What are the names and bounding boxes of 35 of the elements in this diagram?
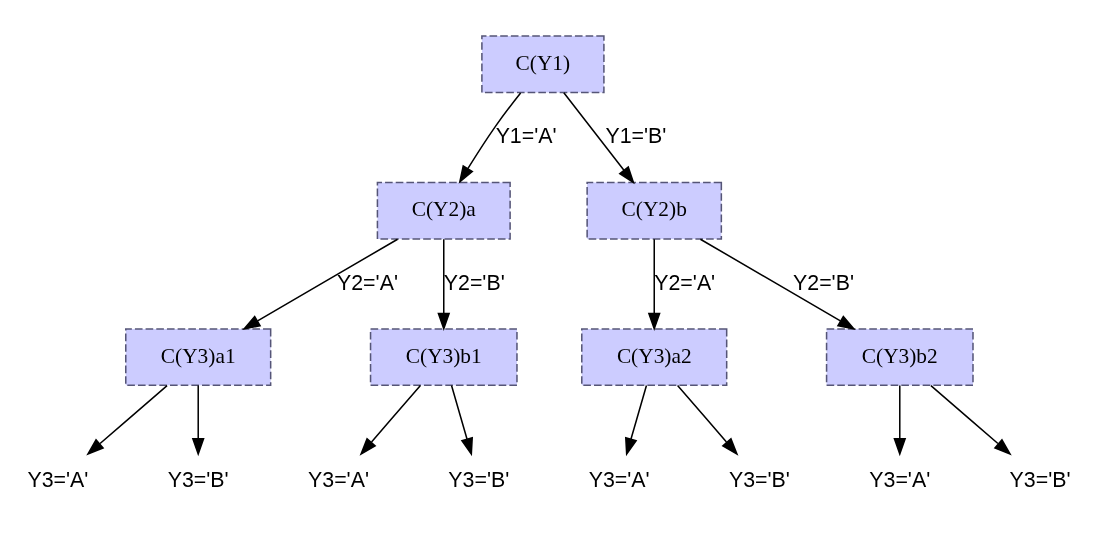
arrow (624, 384, 648, 457)
edge-label: Y2='A' (337, 270, 398, 295)
arrow (647, 238, 661, 332)
node-box: C(Y3)a1 (125, 328, 272, 387)
arrow (563, 92, 635, 185)
arrow (242, 238, 399, 330)
node-text: Y3='A' (308, 468, 370, 493)
node-box: C(Y3)b2 (825, 328, 974, 387)
arrow (86, 384, 168, 456)
node-text: Y3='A' (588, 468, 650, 493)
node-text: Y3='B' (448, 468, 510, 493)
node-text: Y3='B' (1009, 468, 1071, 493)
node-text: Y3='B' (167, 468, 229, 493)
arrow (359, 384, 422, 456)
node-text: Y3='B' (728, 468, 790, 493)
edge-label: Y2='A' (654, 270, 716, 295)
node-box: C(Y3)a2 (581, 328, 728, 387)
node-box: C(Y2)a (376, 181, 511, 240)
node-text: Y3='A' (869, 468, 931, 493)
arrow (450, 384, 474, 457)
arrow (458, 92, 522, 184)
arrow (191, 384, 205, 457)
arrow (437, 238, 451, 332)
arrow (676, 384, 739, 456)
node-text: Y3='A' (27, 468, 89, 493)
edge-label: Y2='B' (793, 270, 855, 295)
node-box: C(Y3)b1 (369, 328, 518, 387)
edge-label: Y2='B' (443, 270, 505, 295)
edge-label: Y1='B' (605, 124, 667, 149)
arrow (699, 238, 856, 330)
edge-label: Y1='A' (495, 124, 557, 149)
arrow (893, 384, 907, 457)
node-box: C(Y1) (481, 35, 605, 94)
arrow (930, 384, 1012, 456)
node-box: C(Y2)b (586, 181, 723, 240)
